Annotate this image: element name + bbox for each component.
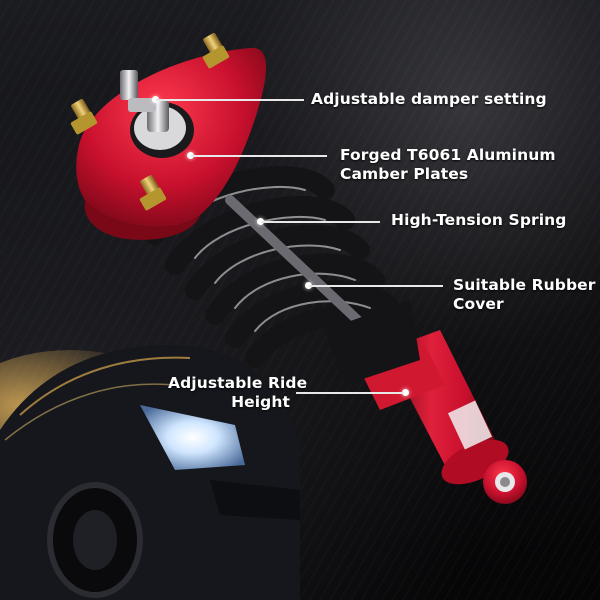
callout-camber-plates: Forged T6061 Aluminum Camber Plates xyxy=(340,146,556,184)
ride-height-pointer-dot xyxy=(402,389,409,396)
camber-pointer-line xyxy=(191,155,327,157)
coil-spring xyxy=(145,166,420,385)
callout-rubber-cover: Suitable Rubber Cover xyxy=(453,276,596,314)
callout-camber-line2: Camber Plates xyxy=(340,165,469,183)
damper-pointer-dot xyxy=(152,96,159,103)
camber-pointer-dot xyxy=(187,152,194,159)
camber-plate xyxy=(70,32,267,240)
spring-pointer-line xyxy=(261,221,380,223)
callout-ride-line2: Height xyxy=(231,393,290,411)
spring-pointer-dot xyxy=(257,218,264,225)
ride-height-pointer-line xyxy=(296,392,404,394)
shock-body xyxy=(360,330,527,504)
rubber-pointer-line xyxy=(309,285,443,287)
callout-damper: Adjustable damper setting xyxy=(311,90,547,108)
car-silhouette xyxy=(0,345,300,600)
callout-spring: High-Tension Spring xyxy=(391,211,567,229)
headlight xyxy=(140,405,245,470)
callout-ride-height: Adjustable Ride Height xyxy=(168,374,308,412)
callout-rubber-line1: Suitable Rubber xyxy=(453,276,596,294)
damper-pointer-line xyxy=(156,99,304,101)
rubber-pointer-dot xyxy=(305,282,312,289)
callout-camber-line1: Forged T6061 Aluminum xyxy=(340,146,556,164)
callout-ride-line1: Adjustable Ride xyxy=(168,374,308,392)
callout-rubber-line2: Cover xyxy=(453,295,504,313)
